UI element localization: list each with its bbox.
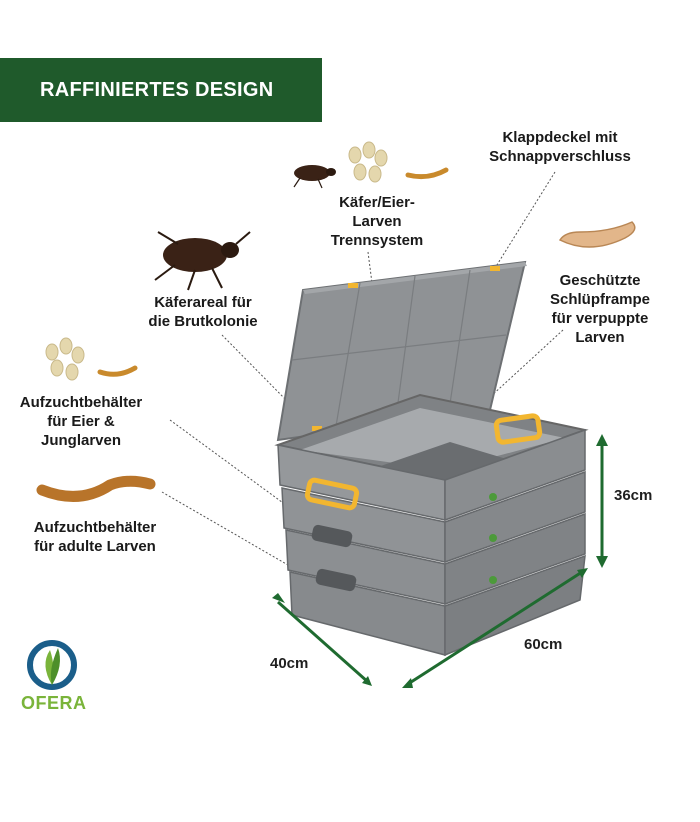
- label-aufzucht-adult: Aufzuchtbehälter für adulte Larven: [33, 519, 157, 555]
- label-aufzucht-eier: Aufzuchtbehälter für Eier & Junglarven: [19, 394, 143, 449]
- breeding-box: [274, 260, 589, 657]
- label-klappdeckel: Klappdeckel mit Schnappverschluss: [489, 129, 631, 165]
- label-kaeferareal: Käferareal für die Brutkolonie: [148, 294, 258, 330]
- dimension-width: 60cm: [524, 636, 563, 653]
- pupa-icon: [558, 221, 636, 248]
- egg-cluster-icon: [348, 141, 388, 183]
- logo-icon: [27, 640, 77, 690]
- banner-title: RAFFINIERTES DESIGN: [40, 78, 274, 101]
- dimension-depth: 40cm: [270, 655, 309, 672]
- title-banner: RAFFINIERTES DESIGN: [0, 58, 322, 122]
- beetle-icon: [293, 165, 336, 189]
- beetle-icon: [154, 231, 251, 291]
- brand-name: OFERA: [21, 693, 87, 713]
- dimension-height: 36cm: [614, 487, 653, 504]
- dimension-arrows: [272, 434, 608, 688]
- label-schluepframpe: Geschützte Schlüpframpe für verpuppte La…: [549, 272, 651, 346]
- label-trennsystem: Käfer/Eier- Larven Trennsystem: [330, 194, 424, 249]
- larva-icon: [36, 167, 449, 502]
- egg-cluster-icon: [45, 337, 85, 381]
